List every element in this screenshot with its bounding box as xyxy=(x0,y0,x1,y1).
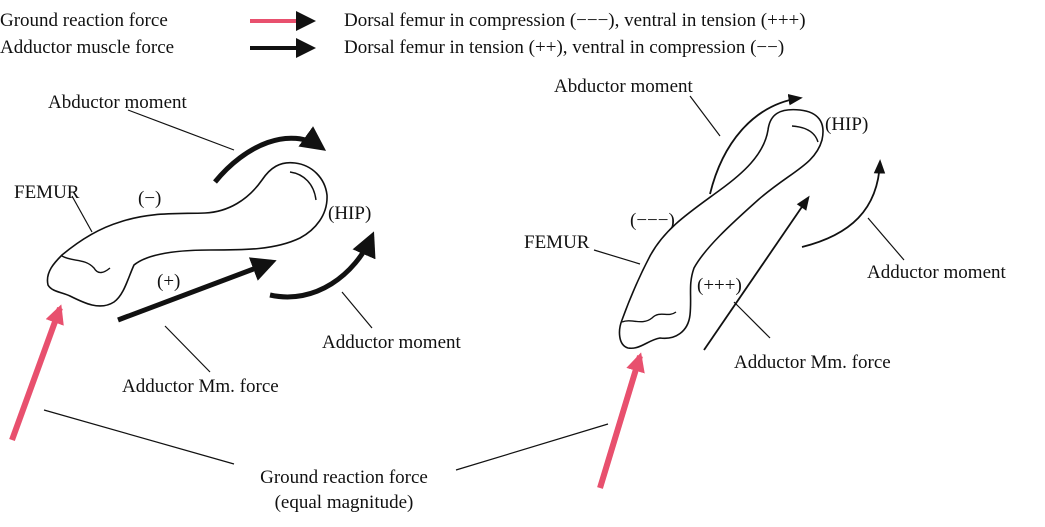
left-abductor-moment-label: Abductor moment xyxy=(48,92,188,113)
bottom-leader-right xyxy=(456,424,608,470)
legend-adductor-muscle-effect: Dorsal femur in tension (++), ventral in… xyxy=(344,37,784,58)
right-abductor-moment-label: Abductor moment xyxy=(554,76,694,97)
bottom-leader-left xyxy=(44,410,234,464)
right-panel: Abductor moment (HIP) (−−−) FEMUR (+++) … xyxy=(524,76,1007,488)
right-femur-label: FEMUR xyxy=(524,232,590,253)
right-dorsal-sign: (−−−) xyxy=(630,210,675,231)
left-femur-label: FEMUR xyxy=(14,182,80,203)
right-abductor-leader xyxy=(690,96,720,136)
legend-ground-reaction-effect: Dorsal femur in compression (−−−), ventr… xyxy=(344,10,806,31)
left-femur-outline xyxy=(47,163,327,306)
right-abductor-moment-arrow xyxy=(710,98,800,194)
left-adductor-force-leader xyxy=(165,326,210,372)
legend-adductor-muscle-label: Adductor muscle force xyxy=(0,37,174,58)
right-ground-reaction-arrow xyxy=(600,356,640,488)
right-adductor-moment-leader xyxy=(868,218,904,260)
left-hip-label: (HIP) xyxy=(328,203,371,224)
bottom-equal-magnitude-label: (equal magnitude) xyxy=(275,492,414,513)
right-ventral-sign: (+++) xyxy=(697,275,742,296)
right-adductor-moment-label: Adductor moment xyxy=(867,262,1007,283)
bottom-ground-reaction-label: Ground reaction force xyxy=(260,467,428,488)
left-ventral-sign: (+) xyxy=(157,271,180,292)
right-adductor-force-arrow xyxy=(704,198,808,350)
right-adductor-force-label: Adductor Mm. force xyxy=(734,352,891,373)
left-abductor-moment-arrow xyxy=(215,138,322,182)
left-panel: Abductor moment FEMUR (−) (HIP) (+) Addu… xyxy=(12,92,462,440)
left-dorsal-sign: (−) xyxy=(138,188,161,209)
left-adductor-moment-leader xyxy=(342,292,372,328)
right-adductor-force-leader xyxy=(734,302,770,338)
right-hip-label: (HIP) xyxy=(825,114,868,135)
legend-ground-reaction-label: Ground reaction force xyxy=(0,10,168,31)
left-adductor-force-label: Adductor Mm. force xyxy=(122,376,279,397)
left-adductor-force-arrow xyxy=(118,262,272,320)
right-adductor-moment-arrow xyxy=(802,162,880,247)
legend: Ground reaction force Dorsal femur in co… xyxy=(0,10,806,58)
right-femur-head-line xyxy=(792,126,818,142)
left-adductor-moment-label: Adductor moment xyxy=(322,332,462,353)
left-adductor-moment-arrow xyxy=(270,236,372,297)
left-femur-condyle-line xyxy=(62,256,110,273)
left-femur-head-line xyxy=(290,172,316,200)
bottom-caption: Ground reaction force (equal magnitude) xyxy=(44,410,608,513)
left-abductor-leader xyxy=(128,110,234,150)
right-femur-leader xyxy=(594,250,640,264)
right-femur-condyle-line xyxy=(622,312,676,322)
left-ground-reaction-arrow xyxy=(12,308,60,440)
